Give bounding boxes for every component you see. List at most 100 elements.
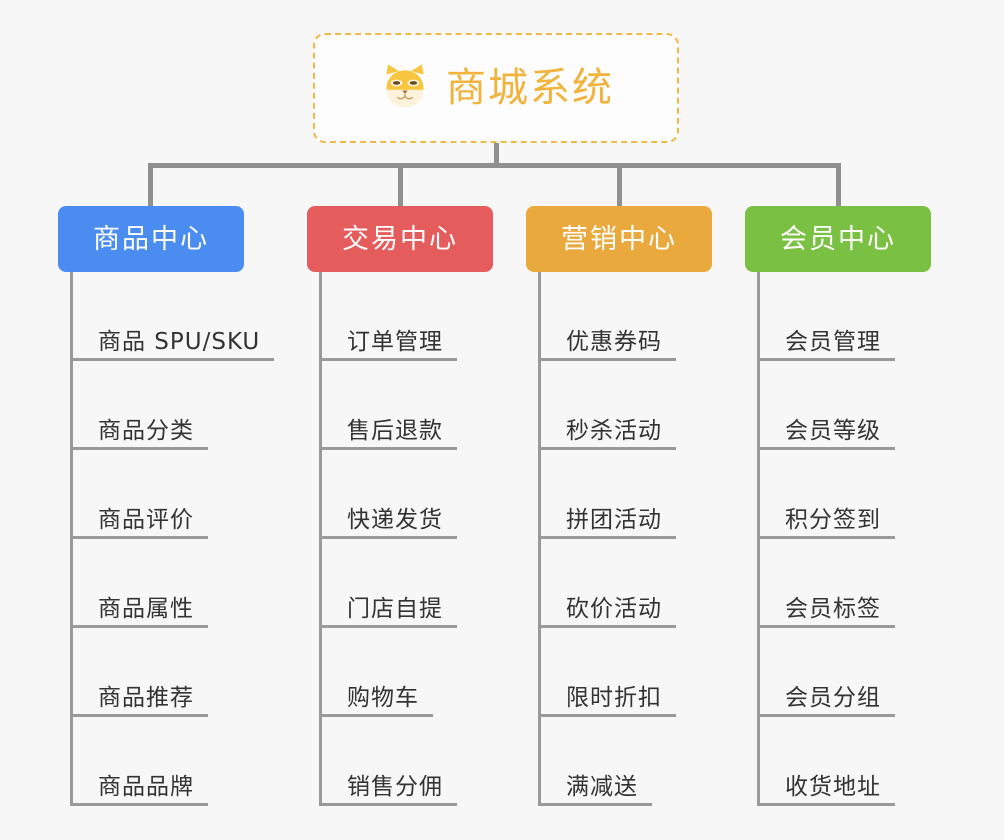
list-item[interactable]: 商品分类 [58, 361, 260, 450]
list-item[interactable]: 秒杀活动 [526, 361, 676, 450]
connector-drop-1 [148, 163, 153, 209]
branch-rail-1 [70, 272, 73, 806]
list-item-label: 拼团活动 [566, 506, 662, 533]
list-item[interactable]: 售后退款 [307, 361, 457, 450]
branch-header-3[interactable]: 营销中心 [526, 206, 712, 272]
list-item-label: 会员分组 [785, 684, 881, 711]
list-item[interactable]: 会员管理 [745, 272, 895, 361]
list-item-label: 售后退款 [347, 417, 443, 444]
list-item[interactable]: 订单管理 [307, 272, 457, 361]
branch-header-label-1: 商品中心 [93, 223, 209, 255]
connector-drop-4 [836, 163, 841, 209]
branch-header-2[interactable]: 交易中心 [307, 206, 493, 272]
list-item-label: 订单管理 [347, 328, 443, 355]
list-item[interactable]: 会员等级 [745, 361, 895, 450]
list-item[interactable]: 销售分佣 [307, 717, 457, 806]
list-item[interactable]: 商品推荐 [58, 628, 260, 717]
list-item-label: 优惠券码 [566, 328, 662, 355]
item-underline [757, 714, 895, 717]
item-underline [319, 447, 457, 450]
list-item-label: 会员标签 [785, 595, 881, 622]
branch-header-label-4: 会员中心 [780, 223, 896, 255]
item-underline [70, 358, 274, 361]
list-item[interactable]: 收货地址 [745, 717, 895, 806]
list-item-label: 秒杀活动 [566, 417, 662, 444]
item-underline [70, 714, 208, 717]
branch-item-list-2: 订单管理 售后退款 快递发货 门店自提 购物车 销售分佣 [307, 272, 457, 806]
connector-drop-2 [398, 163, 403, 209]
branch-column-2: 交易中心 订单管理 售后退款 快递发货 门店自提 购物车 [307, 0, 537, 840]
list-item[interactable]: 积分签到 [745, 450, 895, 539]
list-item[interactable]: 商品 SPU/SKU [58, 272, 274, 361]
list-item-label: 购物车 [347, 684, 419, 711]
list-item-label: 快递发货 [347, 506, 443, 533]
branch-item-list-3: 优惠券码 秒杀活动 拼团活动 砍价活动 限时折扣 满减送 [526, 272, 676, 806]
list-item[interactable]: 满减送 [526, 717, 662, 806]
list-item-label: 商品属性 [98, 595, 194, 622]
item-underline [757, 803, 895, 806]
item-underline [538, 447, 676, 450]
list-item[interactable]: 商品品牌 [58, 717, 260, 806]
list-item[interactable]: 砍价活动 [526, 539, 676, 628]
shiba-dog-face-icon [386, 64, 424, 108]
item-underline [538, 803, 652, 806]
list-item[interactable]: 限时折扣 [526, 628, 676, 717]
list-item-label: 销售分佣 [347, 773, 443, 800]
list-item-label: 限时折扣 [566, 684, 662, 711]
list-item[interactable]: 商品属性 [58, 539, 260, 628]
item-underline [538, 714, 676, 717]
connector-horizontal-bus [148, 163, 841, 168]
branch-column-1: 商品中心 商品 SPU/SKU 商品分类 商品评价 商品属性 商品推荐 [58, 0, 288, 840]
list-item-label: 会员等级 [785, 417, 881, 444]
list-item[interactable]: 会员标签 [745, 539, 895, 628]
item-underline [70, 536, 208, 539]
list-item-label: 商品分类 [98, 417, 194, 444]
list-item[interactable]: 优惠券码 [526, 272, 676, 361]
list-item[interactable]: 购物车 [307, 628, 443, 717]
list-item[interactable]: 拼团活动 [526, 450, 676, 539]
list-item-label: 砍价活动 [566, 595, 662, 622]
item-underline [757, 358, 895, 361]
branch-rail-4 [757, 272, 760, 806]
item-underline [757, 625, 895, 628]
item-underline [538, 625, 676, 628]
item-underline [538, 536, 676, 539]
branch-rail-2 [319, 272, 322, 806]
root-node[interactable]: 商城系统 [313, 33, 679, 143]
branch-item-list-4: 会员管理 会员等级 积分签到 会员标签 会员分组 收货地址 [745, 272, 895, 806]
list-item[interactable]: 快递发货 [307, 450, 457, 539]
item-underline [319, 358, 457, 361]
item-underline [70, 625, 208, 628]
branch-header-label-3: 营销中心 [561, 223, 677, 255]
list-item-label: 商品评价 [98, 506, 194, 533]
branch-header-label-2: 交易中心 [342, 223, 458, 255]
branch-rail-3 [538, 272, 541, 806]
list-item-label: 商品品牌 [98, 773, 194, 800]
list-item[interactable]: 会员分组 [745, 628, 895, 717]
item-underline [70, 803, 208, 806]
item-underline [319, 803, 457, 806]
branch-header-1[interactable]: 商品中心 [58, 206, 244, 272]
item-underline [319, 536, 457, 539]
list-item-label: 门店自提 [347, 595, 443, 622]
item-underline [70, 447, 208, 450]
branch-column-4: 会员中心 会员管理 会员等级 积分签到 会员标签 会员分组 [745, 0, 975, 840]
item-underline [757, 447, 895, 450]
branch-column-3: 营销中心 优惠券码 秒杀活动 拼团活动 砍价活动 限时折扣 [526, 0, 756, 840]
list-item-label: 商品推荐 [98, 684, 194, 711]
list-item-label: 会员管理 [785, 328, 881, 355]
branch-item-list-1: 商品 SPU/SKU 商品分类 商品评价 商品属性 商品推荐 商品品牌 [58, 272, 274, 806]
list-item-label: 商品 SPU/SKU [98, 328, 261, 355]
item-underline [319, 625, 457, 628]
branch-header-4[interactable]: 会员中心 [745, 206, 931, 272]
list-item[interactable]: 商品评价 [58, 450, 260, 539]
list-item-label: 收货地址 [785, 773, 881, 800]
connector-root-stem [494, 143, 499, 165]
item-underline [757, 536, 895, 539]
list-item[interactable]: 门店自提 [307, 539, 457, 628]
item-underline [538, 358, 676, 361]
root-title: 商城系统 [446, 65, 614, 111]
list-item-label: 满减送 [566, 773, 638, 800]
list-item-label: 积分签到 [785, 506, 881, 533]
